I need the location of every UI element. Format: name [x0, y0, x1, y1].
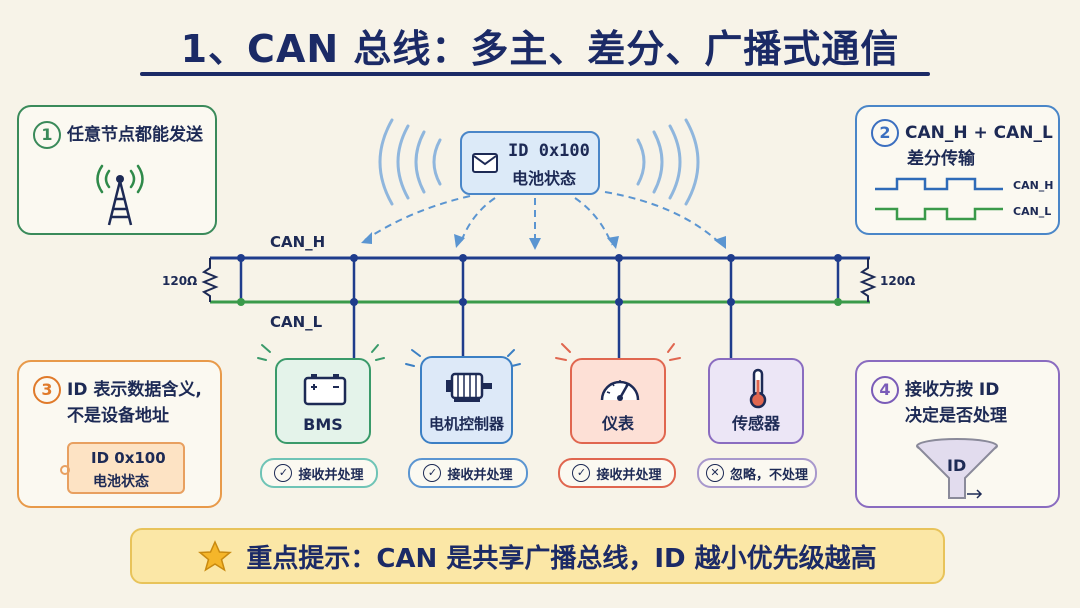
terminator-right-label: 120Ω	[880, 274, 916, 288]
broadcast-arrows	[364, 191, 723, 246]
card-differential: 2 CAN_H + CAN_L 差分传输 CAN_H CAN_L	[855, 105, 1060, 235]
card-multi-master: 1 任意节点都能发送	[17, 105, 217, 235]
card-line2: 差分传输	[907, 149, 975, 169]
battery-icon	[303, 374, 347, 406]
message-desc: 电池状态	[512, 169, 577, 188]
card-line1: 接收方按 ID	[905, 380, 1000, 400]
ignore-icon: ✕	[705, 464, 724, 482]
check-icon: ✓	[423, 464, 442, 482]
node-dashboard: 仪表	[570, 358, 666, 444]
can-h-label: CAN_H	[270, 233, 326, 251]
node-status-sensor: ✕ 忽略，不处理	[697, 458, 817, 488]
card-number: 3	[33, 376, 61, 404]
gauge-icon	[600, 380, 640, 401]
motor-icon	[446, 372, 492, 402]
node-status-motor-controller: ✓ 接收并处理	[408, 458, 528, 488]
page-title: 1、CAN 总线：多主、差分、广播式通信	[180, 27, 900, 71]
funnel-label: ID	[947, 456, 967, 475]
card-line2: 不是设备地址	[67, 406, 169, 426]
thermometer-icon	[749, 368, 767, 409]
node-status-dashboard: ✓ 接收并处理	[558, 458, 676, 488]
card-number: 1	[33, 121, 61, 149]
status-label: 接收并处理	[596, 467, 662, 483]
id-tag: ID 0x100 电池状态	[60, 442, 185, 494]
status-label: 接收并处理	[447, 467, 513, 483]
key-hint-banner: 重点提示：CAN 是共享广播总线，ID 越小优先级越高	[130, 528, 945, 584]
tag-hole-icon	[60, 465, 70, 475]
message-id: ID 0x100	[508, 141, 590, 161]
card-number: 2	[871, 119, 899, 147]
signal-low-label: CAN_L	[1013, 205, 1052, 218]
status-label: 忽略，不处理	[729, 467, 808, 483]
card-line1: CAN_H + CAN_L	[905, 123, 1053, 143]
terminator-left-label: 120Ω	[162, 274, 198, 288]
check-icon: ✓	[274, 464, 293, 482]
status-label: 接收并处理	[298, 467, 364, 483]
card-text: 任意节点都能发送	[67, 125, 203, 145]
broadcast-waves-icon	[378, 118, 700, 206]
node-label: 仪表	[601, 414, 634, 433]
funnel-icon	[916, 438, 998, 499]
broadcast-message-box: ID 0x100 电池状态	[460, 131, 600, 195]
hint-text: 重点提示：CAN 是共享广播总线，ID 越小优先级越高	[246, 543, 877, 574]
can-l-label: CAN_L	[270, 313, 323, 331]
card-line1: ID 表示数据含义,	[67, 380, 202, 400]
node-label: BMS	[303, 415, 343, 434]
differential-signal-icon	[875, 177, 1003, 221]
tag-id: ID 0x100	[91, 449, 166, 467]
terminator-right-icon	[859, 258, 877, 302]
star-icon	[198, 540, 233, 572]
envelope-icon	[472, 153, 498, 173]
card-number: 4	[871, 376, 899, 404]
card-line2: 决定是否处理	[905, 406, 1007, 426]
signal-high-label: CAN_H	[1013, 179, 1054, 192]
card-filter: 4 接收方按 ID 决定是否处理 ID	[855, 360, 1060, 508]
card-id-meaning: 3 ID 表示数据含义, 不是设备地址 ID 0x100 电池状态	[17, 360, 222, 508]
antenna-icon	[96, 164, 144, 226]
tag-desc: 电池状态	[93, 474, 149, 490]
terminator-left-icon	[201, 258, 219, 302]
node-status-bms: ✓ 接收并处理	[260, 458, 378, 488]
node-motor-controller: 电机控制器	[420, 356, 513, 444]
node-sensor: 传感器	[708, 358, 804, 444]
check-icon: ✓	[572, 464, 591, 482]
node-label: 传感器	[731, 414, 780, 433]
title-underline	[140, 72, 930, 76]
node-label: 电机控制器	[428, 415, 504, 433]
node-bms: BMS	[275, 358, 371, 444]
